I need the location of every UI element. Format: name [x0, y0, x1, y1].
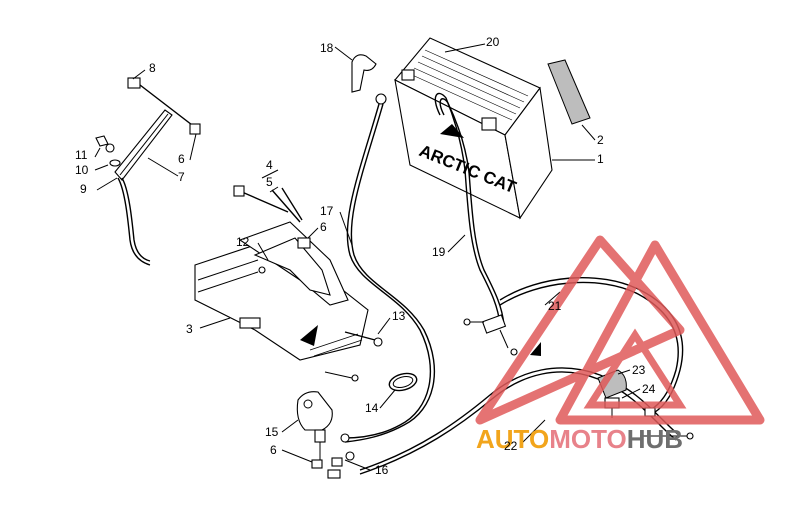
watermark-hub: HUB — [627, 424, 683, 454]
callout-18: 18 — [320, 41, 334, 55]
watermark-moto: MOTO — [549, 424, 627, 454]
mount-plate-3 — [194, 221, 369, 361]
clip-14 — [388, 372, 418, 392]
cable-ring-terminal — [375, 93, 387, 105]
callout-5: 5 — [266, 175, 273, 189]
callout-24: 24 — [642, 382, 656, 396]
callout-4: 4 — [266, 158, 273, 172]
callout-10: 10 — [75, 163, 89, 177]
callout-23: 23 — [632, 363, 646, 377]
callout-2: 2 — [597, 133, 604, 147]
callout-9: 9 — [80, 182, 87, 196]
callout-20: 20 — [486, 35, 500, 49]
callout-8: 8 — [149, 61, 156, 75]
battery: ARCTIC CAT — [394, 37, 553, 220]
callout-11: 11 — [75, 148, 88, 162]
cable-17 — [344, 103, 432, 439]
strap-bracket-7 — [114, 109, 173, 181]
callout-numbers: 1 2 3 4 5 6 6 6 7 8 9 10 11 12 13 14 15 … — [75, 35, 656, 477]
callout-7: 7 — [178, 170, 185, 184]
watermark-auto: AUTO — [476, 424, 549, 454]
leader-lines — [94, 43, 641, 471]
callout-6b: 6 — [320, 220, 327, 234]
terminal-boot — [351, 54, 377, 93]
callout-6c: 6 — [270, 443, 277, 457]
callout-13: 13 — [392, 309, 406, 323]
callout-12: 12 — [236, 235, 250, 249]
callout-6a: 6 — [178, 152, 185, 166]
callout-22: 22 — [504, 439, 518, 453]
battery-pad — [547, 59, 591, 125]
callout-15: 15 — [265, 425, 279, 439]
callout-17: 17 — [320, 204, 334, 218]
relay-15 — [296, 391, 333, 460]
watermark-text: AUTOMOTOHUB — [476, 424, 683, 454]
cable-19 — [434, 92, 501, 326]
rod-9 — [117, 177, 151, 266]
callout-14: 14 — [365, 401, 379, 415]
callout-16: 16 — [375, 463, 389, 477]
callout-19: 19 — [432, 245, 446, 259]
callout-21: 21 — [548, 299, 562, 313]
callout-1: 1 — [597, 152, 604, 166]
callout-3: 3 — [186, 322, 193, 336]
watermark — [475, 235, 765, 425]
